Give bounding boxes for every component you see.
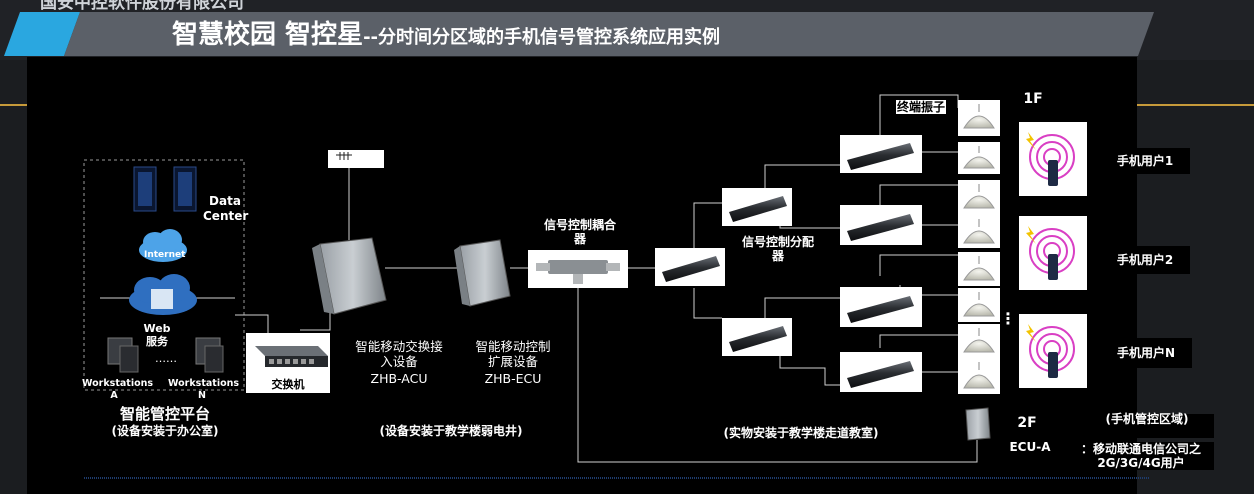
web-service-label: Web服务	[143, 322, 171, 348]
internet-label: Internet	[144, 250, 186, 260]
floor-1f: 1F	[1023, 91, 1043, 107]
phone-user-1-label: 手机用户1	[1100, 148, 1190, 174]
splitter-t2	[840, 205, 922, 245]
coupler-device	[536, 260, 620, 284]
ecu-a-label: ECU-A	[1009, 440, 1051, 454]
ecu-a-device	[965, 407, 991, 441]
line-s1-up	[693, 202, 722, 250]
line-acu-switch	[300, 310, 331, 331]
line-web-switch	[235, 314, 269, 340]
antenna-dome-4	[958, 214, 1000, 248]
splitter-sd	[722, 318, 792, 356]
antenna-dome-8	[958, 358, 1000, 394]
phone-user-n-icon	[1019, 314, 1087, 388]
internet-cloud-icon	[139, 229, 187, 262]
line-t3a	[879, 254, 958, 276]
title-main: 智慧校园 智控星	[172, 20, 364, 50]
server-icon-2	[173, 166, 197, 212]
platform-subtitle: (设备安装于办公室)	[111, 424, 219, 438]
ellipsis-vertical: ⋮	[1000, 309, 1016, 328]
acu-label: 智能移动交换接入设备	[355, 339, 443, 369]
line-t4a	[879, 334, 958, 348]
control-area-note: (手机管控区域)	[1080, 413, 1214, 438]
line-sd-t3	[764, 297, 840, 318]
users-note: ：移动联通电信公司之2G/3G/4G用户	[1068, 442, 1214, 470]
line-coupler-ecua	[577, 282, 978, 463]
antenna-dome-5	[958, 252, 1000, 286]
switch-label: 交换机	[271, 378, 305, 391]
phone-user-n-label: 手机用户N	[1100, 338, 1192, 368]
corridor-install-note: (实物安装于教学楼走道教室)	[723, 426, 879, 440]
ecu-device	[454, 239, 511, 307]
floor-2f: 2F	[1017, 415, 1037, 431]
data-center-label: Data Center	[203, 194, 249, 223]
phone-user-1-icon	[1019, 122, 1087, 196]
phone-user-2-label: 手机用户2	[1100, 246, 1190, 274]
splitter-t3	[840, 287, 922, 327]
ecu-label: 智能移动控制扩展设备	[475, 339, 551, 369]
phone-user-2-icon	[1019, 216, 1087, 290]
roof-antenna-icon	[336, 152, 352, 160]
roof-antenna-box	[328, 150, 384, 168]
shaft-install-note: (设备安装于教学楼弱电井)	[379, 424, 523, 438]
coupler-label: 信号控制耦合器	[544, 218, 617, 246]
antenna-dome-1	[958, 100, 1000, 136]
splitter-label: 信号控制分配器	[741, 235, 814, 263]
platform-title: 智能管控平台	[119, 405, 210, 423]
platform-dashed-box	[83, 159, 245, 391]
splitter-s1	[655, 248, 725, 286]
antenna-dome-6	[958, 288, 1000, 322]
splitter-su	[722, 188, 792, 226]
banner-accent	[4, 12, 80, 56]
switch-device	[255, 346, 328, 367]
banner-body	[64, 12, 1154, 56]
workstation-a-label: Workstations A	[82, 378, 154, 401]
page-title: 智慧校园 智控星--分时间分区域的手机信号管控系统应用实例	[172, 14, 720, 51]
server-icon-1	[133, 166, 157, 212]
title-banner	[4, 12, 1154, 56]
antenna-dome-2	[958, 142, 1000, 174]
ecu-model: ZHB-ECU	[484, 371, 542, 386]
splitter-t1	[840, 135, 922, 173]
antenna-dome-3	[958, 180, 1000, 214]
company-title: 国安中控软件股份有限公司	[40, 0, 244, 13]
dots-label: ……	[155, 352, 177, 365]
line-su-t1	[764, 164, 840, 188]
antenna-label: 终端振子	[896, 100, 946, 114]
title-sub: --分时间分区域的手机信号管控系统应用实例	[363, 27, 721, 48]
line-t2a	[879, 184, 958, 205]
line-sd-t4	[779, 350, 840, 386]
line-s1-down	[693, 288, 722, 319]
acu-model: ZHB-ACU	[370, 371, 428, 386]
splitter-t4	[840, 352, 922, 392]
workstation-n-icon	[195, 337, 224, 373]
workstation-n-label: Workstations N	[168, 378, 240, 401]
antenna-dome-7	[958, 324, 1000, 358]
workstation-a-icon	[107, 337, 139, 373]
acu-device	[312, 237, 387, 315]
web-service-cloud-icon	[129, 274, 197, 315]
